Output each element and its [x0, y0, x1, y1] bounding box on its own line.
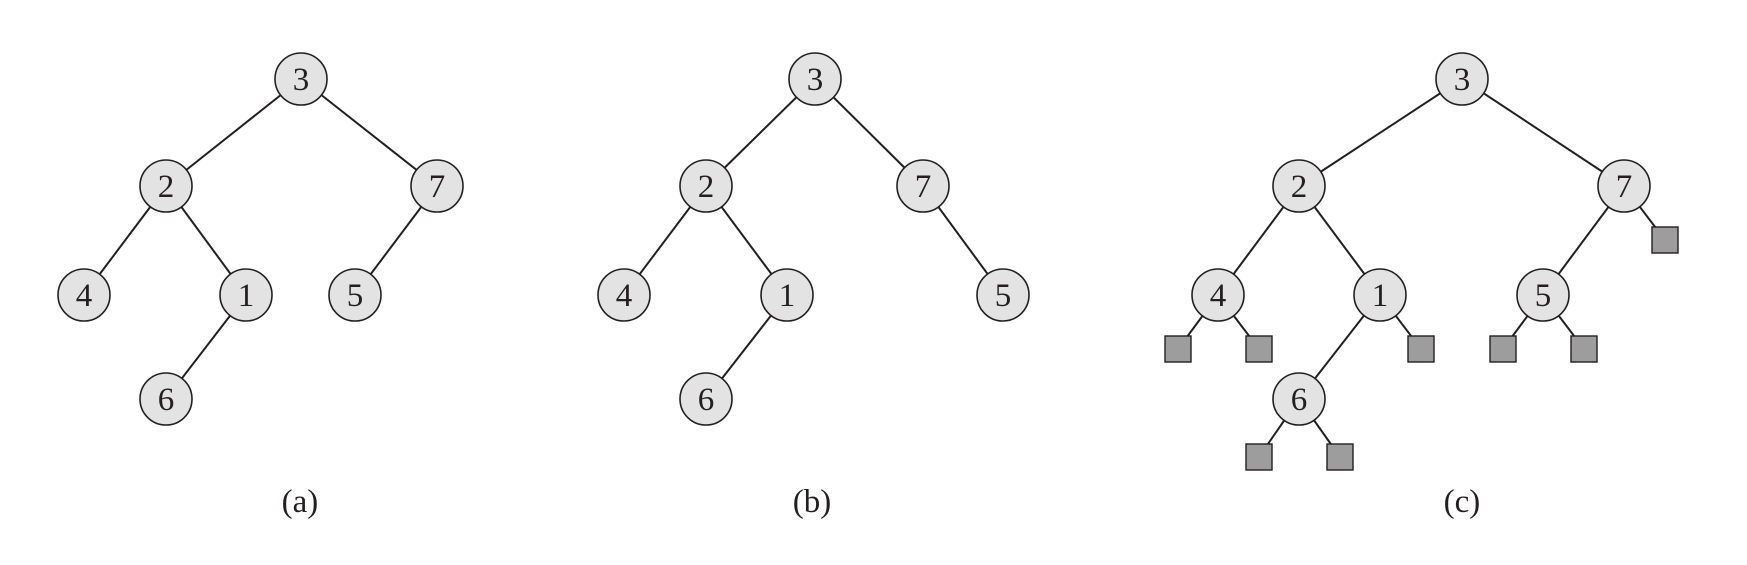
node-label: 1 [1372, 278, 1389, 314]
tree-node: 7 [1597, 159, 1651, 213]
node-circle [1516, 268, 1570, 322]
node-label: 5 [347, 278, 364, 314]
node-label: 1 [779, 278, 796, 314]
node-circle [1272, 159, 1326, 213]
node-circle [896, 159, 950, 213]
tree-node: 7 [410, 159, 464, 213]
nil-leaf [1245, 443, 1273, 471]
node-circle [1353, 268, 1407, 322]
tree-node: 2 [1272, 159, 1326, 213]
figure-b: 3 2 7 4 1 5 6 (b) [597, 52, 1030, 520]
node-label: 4 [616, 278, 633, 314]
node-circle [139, 159, 193, 213]
node-circle [679, 159, 733, 213]
figure-c: 3 2 7 4 1 5 6 (c) [1164, 52, 1679, 520]
tree-node: 5 [976, 268, 1030, 322]
tree-node: 3 [1435, 52, 1489, 106]
node-label: 6 [158, 382, 175, 418]
node-circle [139, 372, 193, 426]
tree-edge [1461, 78, 1625, 187]
node-label: 2 [1291, 169, 1308, 205]
tree-node: 1 [219, 268, 273, 322]
tree-node: 5 [328, 268, 382, 322]
figure-caption: (c) [1444, 484, 1481, 520]
figure-a: 3 2 7 4 1 5 6 (a) [57, 52, 464, 520]
tree-node: 1 [1353, 268, 1407, 322]
node-circle [597, 268, 651, 322]
node-label: 1 [238, 278, 255, 314]
node-circle [1272, 372, 1326, 426]
node-label: 7 [915, 169, 932, 205]
figure-caption: (b) [793, 484, 831, 520]
node-circle [679, 372, 733, 426]
node-circle [57, 268, 111, 322]
node-circle [219, 268, 273, 322]
nil-leaf [1164, 335, 1192, 363]
nil-leaf [1326, 443, 1354, 471]
tree-node: 4 [1191, 268, 1245, 322]
node-label: 2 [158, 169, 175, 205]
node-circle [976, 268, 1030, 322]
node-label: 3 [1454, 62, 1471, 98]
node-label: 7 [1616, 169, 1633, 205]
node-circle [760, 268, 814, 322]
node-label: 2 [698, 169, 715, 205]
node-label: 5 [995, 278, 1012, 314]
tree-node: 2 [679, 159, 733, 213]
tree-node: 3 [788, 52, 842, 106]
tree-node: 4 [597, 268, 651, 322]
tree-node: 1 [760, 268, 814, 322]
tree-node: 7 [896, 159, 950, 213]
tree-node: 6 [139, 372, 193, 426]
node-label: 5 [1535, 278, 1552, 314]
nil-leaf [1245, 335, 1273, 363]
nil-leaf [1489, 335, 1517, 363]
tree-node: 3 [274, 52, 328, 106]
node-circle [410, 159, 464, 213]
node-circle [1191, 268, 1245, 322]
node-circle [328, 268, 382, 322]
node-label: 6 [1291, 382, 1308, 418]
tree-node: 6 [1272, 372, 1326, 426]
nil-leaf [1407, 335, 1435, 363]
nil-leaf [1570, 335, 1598, 363]
node-label: 4 [1210, 278, 1227, 314]
tree-edge [300, 78, 438, 187]
tree-node: 5 [1516, 268, 1570, 322]
tree-edge [1298, 78, 1463, 187]
node-label: 6 [698, 382, 715, 418]
tree-node: 6 [679, 372, 733, 426]
node-label: 3 [293, 62, 310, 98]
nil-leaf [1651, 226, 1679, 254]
tree-edge [165, 78, 302, 187]
tree-node: 2 [139, 159, 193, 213]
node-circle [1597, 159, 1651, 213]
node-circle [274, 52, 328, 106]
node-circle [1435, 52, 1489, 106]
tree-node: 4 [57, 268, 111, 322]
node-label: 7 [429, 169, 446, 205]
node-label: 3 [807, 62, 824, 98]
node-label: 4 [76, 278, 93, 314]
node-circle [788, 52, 842, 106]
figure-caption: (a) [282, 484, 319, 520]
